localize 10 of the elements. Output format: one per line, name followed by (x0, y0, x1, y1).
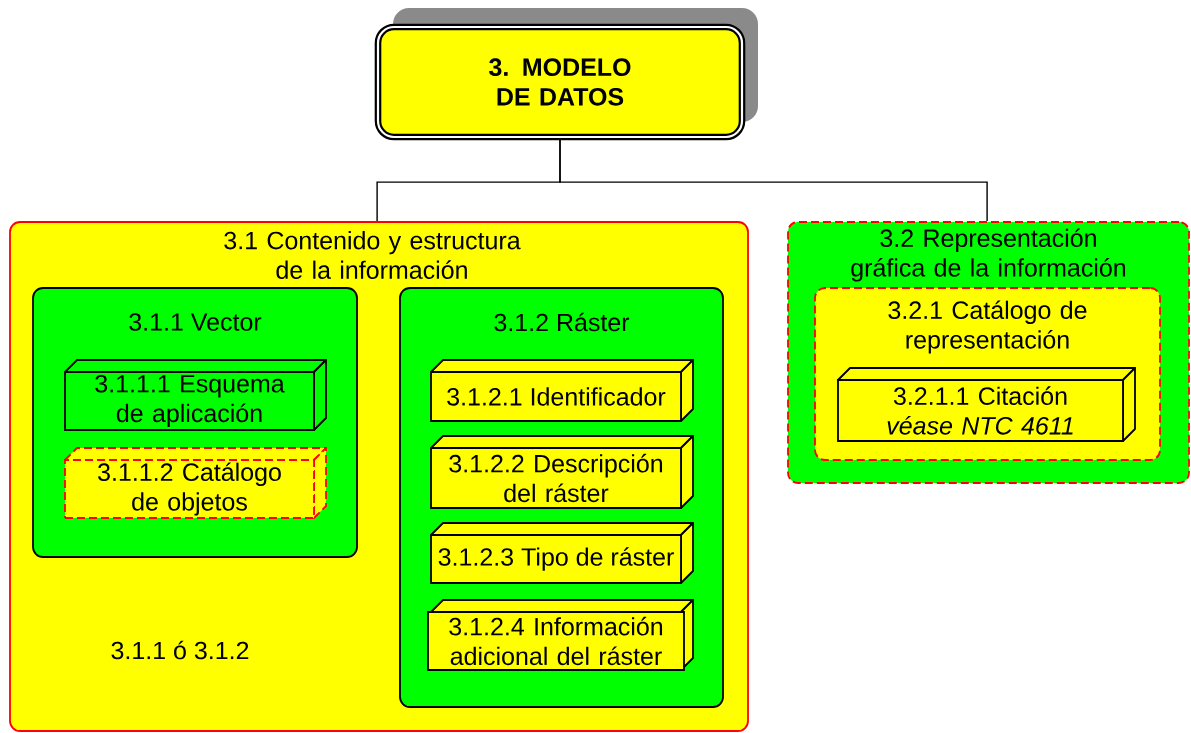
connector (559, 137, 988, 222)
block: 3.1.2.4 Información adicional del ráster (427, 599, 694, 671)
block: 3.1.2.1 Identificador (430, 359, 694, 422)
title-box: 3. MODELO DE DATOS (374, 8, 758, 141)
panel-note: 3.1.1 ó 3.1.2 (111, 640, 249, 660)
block: 3.1.1.1 Esquema de aplicación (64, 359, 327, 431)
block: 3.1.1.2 Catálogo de objetos (64, 447, 327, 519)
block: 3.2.1.1 Citación véase NTC 4611 (837, 367, 1136, 442)
block: 3.1.2.2 Descripción del ráster (430, 435, 694, 509)
block: 3.1.2.3 Tipo de ráster (430, 522, 694, 584)
